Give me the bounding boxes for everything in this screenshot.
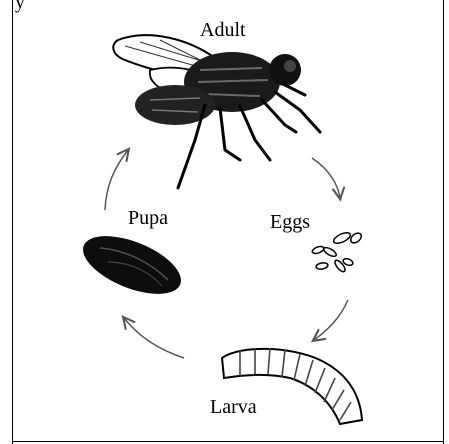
- label-eggs: Eggs: [270, 212, 310, 232]
- arrow-larva-to-pupa: [124, 318, 184, 358]
- adult-fly-illustration: [113, 35, 320, 188]
- arrow-adult-to-eggs: [312, 158, 340, 198]
- pupa-illustration: [75, 224, 189, 306]
- label-pupa: Pupa: [128, 208, 168, 228]
- arrow-pupa-to-adult: [105, 150, 128, 210]
- label-larva: Larva: [210, 397, 257, 417]
- fly-abdomen: [135, 85, 215, 125]
- fly-head: [269, 54, 301, 86]
- arrow-eggs-to-larva: [314, 300, 348, 340]
- label-adult: Adult: [200, 20, 246, 40]
- eggs-illustration: [311, 231, 363, 274]
